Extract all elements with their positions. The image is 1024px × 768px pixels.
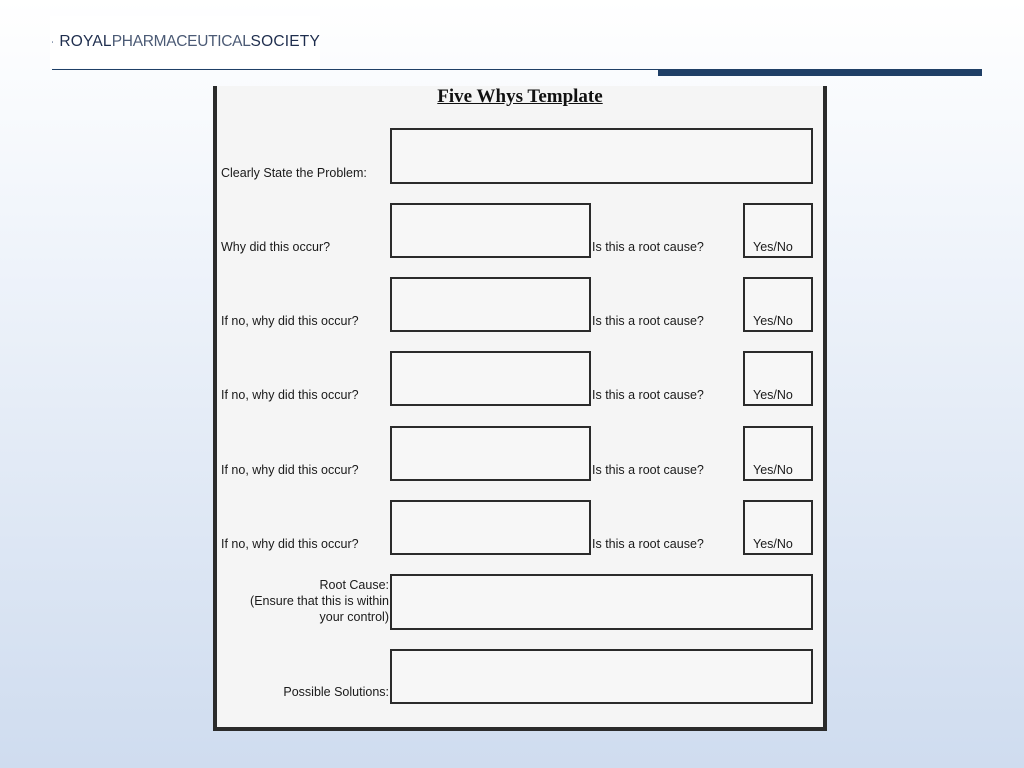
root-answer-box-5[interactable] [743, 500, 813, 555]
yes-no-5: Yes/No [753, 537, 793, 551]
root-question-1: Is this a root cause? [592, 240, 704, 254]
root-question-4: Is this a root cause? [592, 463, 704, 477]
brand-word-royal: ROYAL [59, 33, 112, 50]
problem-label: Clearly State the Problem: [221, 166, 367, 180]
why-1-box[interactable] [390, 203, 591, 258]
root-cause-box[interactable] [390, 574, 813, 630]
why-2-label: If no, why did this occur? [221, 314, 359, 328]
form-title: Five Whys Template [437, 86, 603, 107]
why-4-box[interactable] [390, 426, 591, 481]
slide-header: ROYALPHARMACEUTICALSOCIETY [0, 0, 1024, 80]
why-1-label: Why did this occur? [221, 240, 331, 254]
root-question-5: Is this a root cause? [592, 537, 704, 551]
root-question-2: Is this a root cause? [592, 314, 704, 328]
solutions-label: Possible Solutions: [283, 685, 389, 699]
yes-no-3: Yes/No [753, 388, 793, 402]
root-question-3: Is this a root cause? [592, 388, 704, 402]
yes-no-1: Yes/No [753, 240, 793, 254]
root-answer-box-1[interactable] [743, 203, 813, 258]
why-5-box[interactable] [390, 500, 591, 555]
root-cause-line-3: your control) [319, 610, 389, 624]
five-whys-sheet: Five Whys Template Clearly State the Pro… [213, 86, 827, 731]
rps-logo: ROYALPHARMACEUTICALSOCIETY [50, 16, 320, 68]
brand-word-society: SOCIETY [250, 33, 320, 50]
why-3-box[interactable] [390, 351, 591, 406]
yes-no-4: Yes/No [753, 463, 793, 477]
brand-word-pharmaceutical: PHARMACEUTICAL [111, 33, 251, 50]
brand-name: ROYALPHARMACEUTICALSOCIETY [59, 33, 320, 51]
crest-icon [52, 41, 54, 43]
root-cause-line-2: (Ensure that this is within [250, 594, 389, 608]
solutions-box[interactable] [390, 649, 813, 704]
yes-no-2: Yes/No [753, 314, 793, 328]
root-answer-box-4[interactable] [743, 426, 813, 481]
root-cause-line-1: Root Cause: [319, 578, 389, 592]
why-3-label: If no, why did this occur? [221, 388, 359, 402]
why-4-label: If no, why did this occur? [221, 463, 359, 477]
header-rule-thin [52, 69, 658, 70]
why-5-label: If no, why did this occur? [221, 537, 359, 551]
problem-box[interactable] [390, 128, 813, 184]
root-answer-box-3[interactable] [743, 351, 813, 406]
root-cause-label: Root Cause: (Ensure that this is within … [217, 577, 389, 625]
header-rule-thick [658, 69, 982, 76]
root-answer-box-2[interactable] [743, 277, 813, 332]
why-2-box[interactable] [390, 277, 591, 332]
